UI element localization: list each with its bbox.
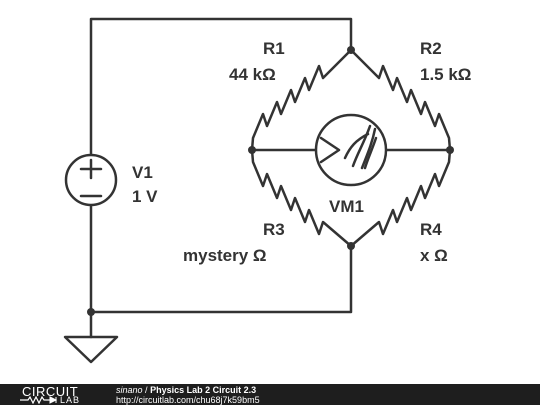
logo-text-circuit: CIRCUIT [22, 384, 79, 399]
wire-bottom [89, 244, 353, 314]
v1-name: V1 [132, 163, 153, 182]
node-ground [87, 308, 95, 316]
resistor-r3[interactable] [250, 148, 353, 248]
circuit-title[interactable]: Physics Lab 2 Circuit 2.3 [150, 385, 257, 395]
r3-name: R3 [263, 220, 285, 239]
r2-name: R2 [420, 39, 442, 58]
voltage-source-v1[interactable] [64, 153, 118, 207]
wire-top [89, 17, 353, 157]
logo-resistor-icon [20, 396, 58, 404]
r3-value: mystery Ω [183, 246, 267, 265]
node-bottom [347, 242, 355, 250]
vm1-name: VM1 [329, 197, 364, 216]
ground-symbol [63, 335, 119, 364]
resistor-r2[interactable] [349, 48, 452, 152]
r4-name: R4 [420, 220, 442, 239]
node-top [347, 46, 355, 54]
circuitlab-logo[interactable]: CIRCUIT LAB [18, 384, 94, 405]
v1-value: 1 V [132, 187, 158, 206]
r1-name: R1 [263, 39, 285, 58]
r4-value: x Ω [420, 246, 448, 265]
footer-bar: CIRCUIT LAB sinano / Physics Lab 2 Circu… [0, 384, 540, 405]
r2-value: 1.5 kΩ [420, 65, 471, 84]
node-right [446, 146, 454, 154]
logo-text-lab: LAB [60, 395, 81, 405]
circuit-meta: sinano / Physics Lab 2 Circuit 2.3 http:… [116, 385, 260, 405]
author-link[interactable]: sinano [116, 385, 143, 395]
resistor-r1[interactable] [250, 48, 353, 152]
r1-value: 44 kΩ [229, 65, 276, 84]
resistor-r4[interactable] [349, 148, 452, 248]
circuit-schematic: R1 44 kΩ R2 1.5 kΩ V1 1 V VM1 R3 mystery… [63, 17, 471, 364]
voltmeter-vm1[interactable] [314, 113, 388, 187]
node-left [248, 146, 256, 154]
breadcrumb-separator: / [145, 385, 148, 395]
circuit-url[interactable]: http://circuitlab.com/chu68j7k59bm5 [116, 395, 260, 405]
